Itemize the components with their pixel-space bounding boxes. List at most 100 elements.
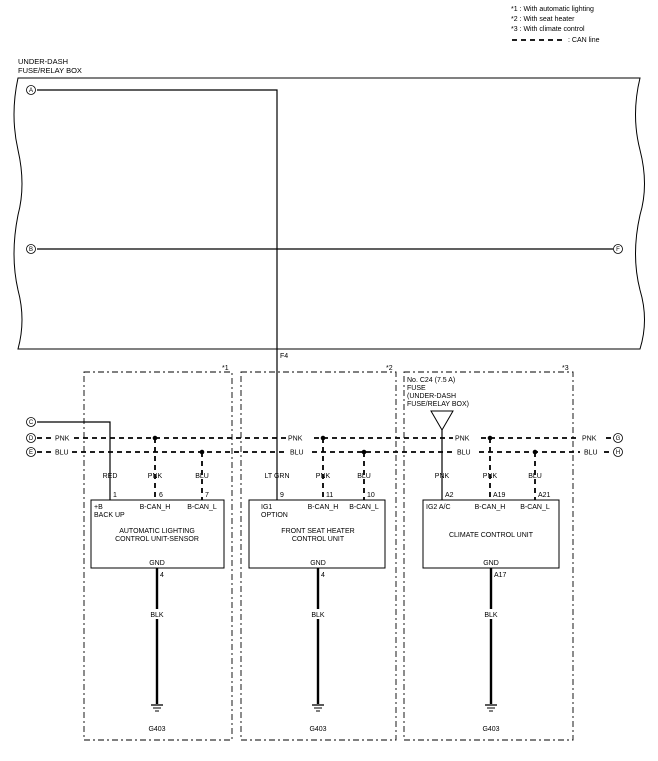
ground-symbol-icon (485, 704, 497, 712)
wire-color-h-blu: BLU (584, 450, 598, 457)
pin-label: B-CAN_L (187, 504, 217, 511)
ground-symbol-icon (312, 704, 324, 712)
pin-number: 11 (326, 492, 333, 499)
blk-label-bg (482, 609, 500, 619)
wire-color-blu-right: BLU (457, 450, 471, 457)
wire-color-pnk-right: PNK (455, 436, 470, 443)
connector-f: F (613, 244, 623, 254)
pin-number: 7 (205, 492, 209, 499)
legend-item-3: *3 : With climate control (511, 26, 585, 33)
connector-b: B (26, 244, 36, 254)
pin-sublabel: OPTION (261, 512, 288, 519)
terminal-f4-label: F4 (280, 353, 288, 360)
connector-h: H (613, 447, 623, 457)
pin-number: 9 (280, 492, 284, 499)
wire-color-g-pnk: PNK (582, 436, 597, 443)
pin-label: B-CAN_H (308, 504, 339, 511)
fuse-box-outline (13, 77, 645, 350)
fuse-c24-line1: No. C24 (7.5 A) (407, 377, 455, 384)
wire-color-blk: BLK (311, 612, 325, 619)
wire-color-unit1-blu: BLU (195, 473, 209, 480)
wire-color-unit3-feed-pnk: PNK (435, 473, 450, 480)
wire-color-unit2-pnk: PNK (316, 473, 331, 480)
blk-label-bg (148, 609, 166, 619)
wire-color-red: RED (103, 473, 118, 480)
unit-name-line1: FRONT SEAT HEATER (281, 528, 354, 535)
pin-number: 6 (159, 492, 163, 499)
wire-color-blu-mid: BLU (290, 450, 304, 457)
fuse-c24: No. C24 (7.5 A) FUSE (UNDER-DASH FUSE/RE… (407, 377, 469, 431)
wire-color-lt-grn: LT GRN (264, 473, 289, 480)
fuse-c24-line2: FUSE (407, 385, 426, 392)
legend-item-2: *2 : With seat heater (511, 16, 575, 23)
svg-text:F: F (616, 247, 620, 253)
svg-text:H: H (616, 450, 620, 456)
wire-color-unit3-blu: BLU (528, 473, 542, 480)
svg-text:B: B (29, 247, 33, 253)
option-box-climate-control (403, 371, 574, 741)
option-box-seat-heater (240, 371, 397, 741)
fuse-c24-line4: FUSE/RELAY BOX) (407, 401, 469, 408)
wire-color-unit2-blu: BLU (357, 473, 371, 480)
fuse-c24-line3: (UNDER-DASH (407, 393, 456, 400)
pin-number: A2 (445, 492, 454, 499)
pin-number: A21 (538, 492, 551, 499)
pin-sublabel: BACK UP (94, 512, 125, 519)
fuse-c24-symbol (430, 410, 454, 431)
unit-box (90, 499, 225, 569)
option-marker-2: *2 (386, 365, 393, 372)
unit-name-line1: AUTOMATIC LIGHTING (119, 528, 195, 535)
automatic-lighting-control-unit: +B BACK UP B-CAN_H B-CAN_L AUTOMATIC LIG… (90, 499, 225, 569)
can-junction-dots (152, 435, 538, 455)
wire-color-d-pnk: PNK (55, 436, 70, 443)
wire-color-blk: BLK (484, 612, 498, 619)
gnd-pin-number: 4 (321, 572, 325, 579)
fuse-box-title-line2: FUSE/RELAY BOX (18, 66, 82, 75)
ground-point-label: G403 (148, 726, 165, 733)
front-seat-heater-control-unit: IG1 OPTION B-CAN_H B-CAN_L FRONT SEAT HE… (248, 499, 386, 569)
pin-label: B-CAN_H (475, 504, 506, 511)
unit-box (422, 499, 560, 569)
gnd-pin-number: A17 (494, 572, 507, 579)
pin-number: A19 (493, 492, 506, 499)
gnd-label: GND (149, 560, 165, 567)
svg-text:E: E (29, 450, 33, 456)
wire-color-e-blu: BLU (55, 450, 69, 457)
connector-g: G (613, 433, 623, 443)
option-marker-3: *3 (562, 365, 569, 372)
svg-text:C: C (29, 420, 34, 426)
wire-color-pnk-mid: PNK (288, 436, 303, 443)
connector-e: E (26, 447, 36, 457)
legend-item-1: *1 : With automatic lighting (511, 6, 594, 13)
pin-number: 10 (367, 492, 375, 499)
unit-box (248, 499, 386, 569)
unit-name-line2: CONTROL UNIT-SENSOR (115, 536, 199, 543)
gnd-label: GND (483, 560, 499, 567)
wire-c-red-feed (37, 421, 111, 500)
svg-text:G: G (616, 436, 621, 442)
svg-text:A: A (29, 88, 33, 94)
connector-c: C (26, 417, 36, 427)
pin-label: +B (94, 504, 103, 511)
pin-label: B-CAN_L (349, 504, 379, 511)
wire-color-blk: BLK (150, 612, 164, 619)
fuse-box-title-line1: UNDER-DASH (18, 57, 68, 66)
pin-label: IG2 A/C (426, 504, 451, 511)
legend-item-can: : CAN line (568, 37, 600, 44)
option-box-automatic-lighting (83, 371, 233, 741)
ground-point-label: G403 (309, 726, 326, 733)
wire-color-unit1-pnk: PNK (148, 473, 163, 480)
connector-a: A (26, 85, 36, 95)
unit-name-line2: CONTROL UNIT (292, 536, 345, 543)
unit-name-line1: CLIMATE CONTROL UNIT (449, 532, 534, 539)
gnd-pin-number: 4 (160, 572, 164, 579)
under-dash-fuse-relay-box: UNDER-DASH FUSE/RELAY BOX A B F F4 (13, 57, 645, 360)
gnd-label: GND (310, 560, 326, 567)
option-marker-1: *1 (222, 365, 229, 372)
wire-a-to-f4 (37, 89, 278, 349)
pin-label: B-CAN_L (520, 504, 550, 511)
pin-label: IG1 (261, 504, 272, 511)
ground-symbol-icon (151, 704, 163, 712)
connector-d: D (26, 433, 36, 443)
